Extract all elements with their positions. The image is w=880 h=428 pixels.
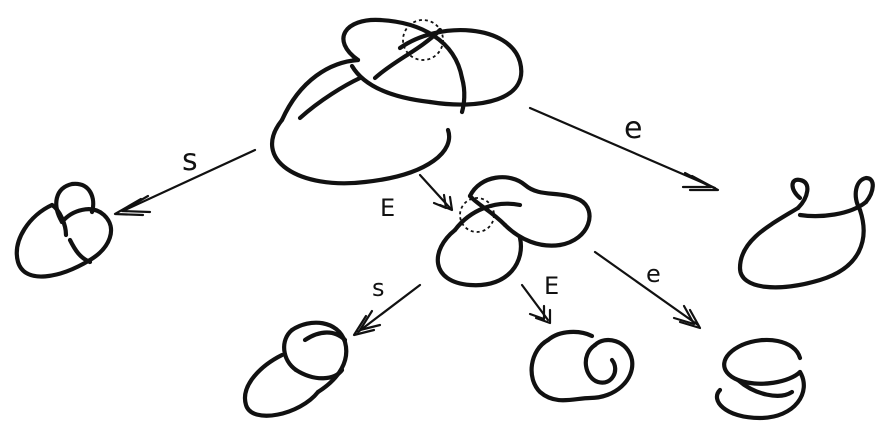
bottom-center-knot [529, 329, 635, 403]
label-top-to-middle: E [380, 194, 395, 222]
arrow-middle-to-bottom-left [352, 283, 422, 337]
arrow-middle-to-bottom-center [520, 283, 552, 325]
bottom-left-knot [242, 320, 349, 418]
arrow-middle-to-bottom-right [593, 250, 702, 330]
left-knot [14, 181, 114, 279]
label-top-to-left: s [182, 143, 198, 178]
right-knot [737, 175, 875, 290]
crossing-marker-middle [459, 197, 495, 233]
label-top-to-right: e [624, 111, 642, 146]
label-middle-to-bottom-left: s [372, 274, 385, 302]
arrow-top-to-left [113, 148, 257, 217]
arrow-top-to-middle [418, 173, 454, 212]
arrow-top-to-right [528, 106, 720, 192]
crossing-marker-top [402, 19, 444, 61]
middle-knot [435, 175, 592, 288]
label-middle-to-bottom-right: e [646, 260, 661, 288]
top-knot [269, 17, 524, 186]
label-middle-to-bottom-center: E [544, 272, 559, 300]
bottom-right-knot [714, 337, 806, 421]
